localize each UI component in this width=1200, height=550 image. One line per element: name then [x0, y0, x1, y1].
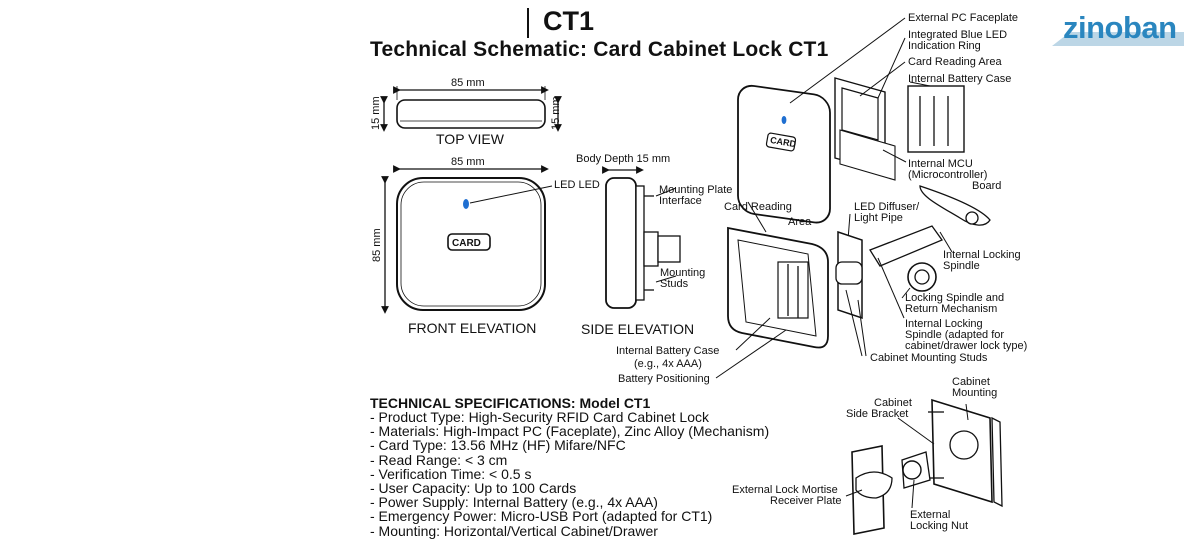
locking-nut-label-1: External — [910, 509, 951, 521]
top-height-dim-right: 15 mm — [550, 96, 562, 130]
exploded-faceplate — [737, 17, 906, 224]
spindle-adapted-label-2: Spindle (adapted for — [905, 329, 1005, 341]
spec-line: - Power Supply: Internal Battery (e.g., … — [370, 494, 658, 511]
led-ring-label-1: Integrated Blue LED — [908, 29, 1008, 41]
card-reading-label-1: Card Reading — [724, 201, 792, 213]
internal-spindle-label-2: Spindle — [943, 260, 980, 272]
battery-case-top-label: Internal Battery Case — [908, 73, 1012, 85]
mortise-assembly — [845, 398, 1003, 535]
spindle-adapted-label-3: cabinet/drawer lock type) — [905, 340, 1028, 352]
led-label: LED LED — [554, 179, 600, 191]
internal-spindle-label-1: Internal Locking — [943, 249, 1021, 261]
card-reading-area-label: Card Reading Area — [908, 56, 1002, 68]
front-height-dim: 85 mm — [371, 228, 383, 262]
side-elevation — [602, 166, 681, 309]
led-indicator-front — [463, 199, 469, 209]
exploded-pcb — [834, 37, 965, 181]
spec-line: - Read Range: < 3 cm — [370, 451, 508, 468]
specs-list: - Product Type: High-Security RFID Card … — [370, 410, 769, 538]
page-title: Technical Schematic: Card Cabinet Lock C… — [370, 38, 829, 61]
spindle-return-label-2: Return Mechanism — [905, 303, 998, 315]
exploded-mechanism — [835, 225, 953, 357]
spec-line: - Emergency Power: Micro-USB Port (adapt… — [370, 508, 713, 525]
front-elevation-label: FRONT ELEVATION — [408, 320, 537, 336]
led-diffuser-label-1: LED Diffuser/ — [854, 201, 920, 213]
mcu-label-2: (Microcontroller) — [908, 169, 988, 181]
front-width-dim: 85 mm — [451, 156, 485, 168]
faceplate-label: External PC Faceplate — [908, 12, 1019, 24]
cabinet-mounting-label-1: Cabinet — [952, 376, 990, 388]
side-bracket-label-2: Side Bracket — [846, 408, 909, 420]
cabinet-mounting-label-2: Mounting — [952, 387, 998, 399]
top-view — [380, 86, 562, 132]
side-bracket-label-1: Cabinet — [874, 397, 912, 409]
led-diffuser-label-2: Light Pipe — [854, 212, 903, 224]
spec-line: - Verification Time: < 0.5 s — [370, 465, 532, 482]
mcu-label-1: Internal MCU — [908, 158, 973, 170]
spec-line: - User Capacity: Up to 100 Cards — [370, 480, 577, 497]
spec-line: - Mounting: Horizontal/Vertical Cabinet/… — [370, 522, 658, 539]
led-ring-label-2: Indication Ring — [908, 40, 981, 52]
card-badge-front: CARD — [452, 238, 481, 249]
mounting-studs-label-2: Studs — [660, 278, 689, 290]
logo-swoosh — [1052, 32, 1184, 46]
exploded-housing — [715, 201, 851, 379]
battery-positioning-label: Battery Positioning — [618, 373, 710, 385]
front-elevation — [381, 165, 553, 314]
led-indicator-exploded — [781, 116, 787, 124]
card-reading-label-2: Area — [788, 216, 812, 228]
top-height-dim-left: 15 mm — [370, 96, 382, 130]
mounting-plate-label-1: Mounting Plate — [659, 184, 733, 196]
battery-case-label-2: (e.g., 4x AAA) — [634, 358, 702, 370]
spec-line: - Card Type: 13.56 MHz (HF) Mifare/NFC — [370, 437, 626, 454]
brand-name: zinoban — [1063, 10, 1177, 45]
mounting-studs-label-1: Mounting — [660, 267, 706, 279]
spindle-return-label-1: Locking Spindle and — [905, 292, 1005, 304]
top-view-label: TOP VIEW — [436, 131, 504, 147]
side-elevation-label: SIDE ELEVATION — [581, 321, 695, 337]
cabinet-mounting-studs-label: Cabinet Mounting Studs — [870, 352, 988, 364]
return-spring — [919, 185, 991, 226]
body-depth-label: Body Depth 15 mm — [576, 153, 671, 165]
mortise-label-1: External Lock Mortise — [732, 484, 838, 496]
mortise-label-2: Receiver Plate — [770, 495, 842, 507]
locking-nut-label-2: Locking Nut — [910, 520, 969, 532]
spec-line: - Materials: High-Impact PC (Faceplate),… — [370, 423, 770, 440]
spindle-adapted-label-1: Internal Locking — [905, 318, 983, 330]
mounting-plate-label-2: Interface — [659, 195, 702, 207]
specs-title: TECHNICAL SPECIFICATIONS: Model CT1 — [370, 395, 651, 411]
title-divider — [527, 8, 529, 38]
brand-logo — [1052, 32, 1184, 46]
battery-case-label-1: Internal Battery Case — [616, 345, 720, 357]
mcu-label-3: Board — [972, 180, 1002, 192]
top-width-dim: 85 mm — [451, 77, 485, 89]
model-name: CT1 — [543, 6, 595, 36]
spec-line: - Product Type: High-Security RFID Card … — [370, 409, 709, 425]
